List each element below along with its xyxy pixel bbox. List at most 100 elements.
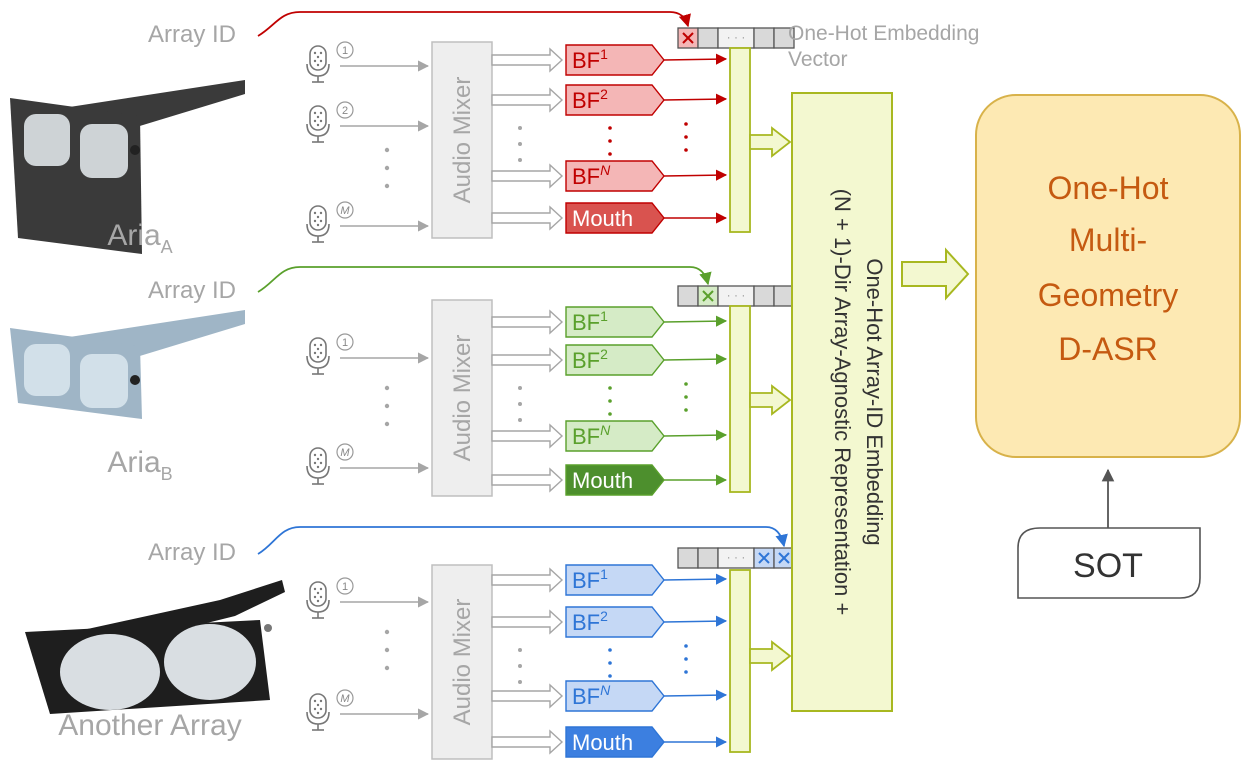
- beamformer-arrow: [664, 59, 726, 60]
- ellipsis-dot: [608, 139, 612, 143]
- mixer-output-arrow: [492, 89, 562, 111]
- audio-mixer-label: Audio Mixer: [449, 77, 476, 204]
- mic-index-label: 2: [342, 105, 348, 117]
- onehot-vector-b: · · ·: [678, 286, 794, 306]
- device-subscript-a: A: [161, 237, 173, 257]
- mouth-label: Mouth: [572, 206, 633, 231]
- ellipsis-dot: [608, 661, 612, 665]
- mixer-output-arrow: [492, 425, 562, 447]
- beamformer-arrow: [664, 695, 726, 696]
- beamformer-tag: BF1: [566, 565, 664, 595]
- onehot-cell: [678, 548, 698, 568]
- sot-label: SOT: [1073, 547, 1143, 585]
- onehot-vector-c: · · ·: [678, 548, 794, 568]
- mic-icon: M: [307, 202, 353, 242]
- ellipsis-dot: [518, 402, 522, 406]
- mic-index-label: 1: [342, 581, 348, 593]
- ellipsis-dot: [518, 142, 522, 146]
- beamformer-arrow: [664, 175, 726, 176]
- ellipsis-dot: [385, 386, 389, 390]
- mic-index-label: 1: [342, 337, 348, 349]
- collector-bar-c: [730, 570, 750, 752]
- ellipsis-dot: [608, 399, 612, 403]
- ellipsis-dot: [684, 644, 688, 648]
- ellipsis-dot: [385, 630, 389, 634]
- onehot-cell: [698, 28, 718, 48]
- block-arrow-to-model: [902, 250, 968, 298]
- ellipsis-dot: [518, 664, 522, 668]
- ellipsis-dot: [684, 657, 688, 661]
- mixer-output-arrow: [492, 569, 562, 591]
- representation-line1: (N + 1)-Dir Array-Agnostic Representatio…: [830, 189, 855, 616]
- svg-text:· · ·: · · ·: [727, 30, 746, 44]
- model-line-4: D-ASR: [1058, 331, 1158, 367]
- collector-bar-b: [730, 306, 750, 492]
- mic-index-label: 1: [342, 45, 348, 57]
- ellipsis-dot: [385, 148, 389, 152]
- mouth-label: Mouth: [572, 468, 633, 493]
- mic-index-label: M: [340, 693, 350, 705]
- ellipsis-dot: [684, 670, 688, 674]
- audio-mixer-label: Audio Mixer: [449, 335, 476, 462]
- ellipsis-dot: [385, 422, 389, 426]
- onehot-cell: [698, 548, 718, 568]
- model-line-2: Multi-: [1069, 222, 1147, 258]
- beamformer-arrow: [664, 435, 726, 436]
- beamformer-tag: BF1: [566, 45, 664, 75]
- ellipsis-dot: [518, 386, 522, 390]
- svg-text:· · ·: · · ·: [727, 550, 746, 564]
- device-name-a: Aria: [107, 219, 161, 252]
- ellipsis-dot: [684, 135, 688, 139]
- representation-line2: One-Hot Array-ID Embedding: [862, 258, 887, 545]
- model-line-3: Geometry: [1038, 277, 1178, 313]
- representation-block: (N + 1)-Dir Array-Agnostic Representatio…: [792, 93, 892, 711]
- model-line-1: One-Hot: [1048, 170, 1169, 206]
- device-subscript-b: B: [161, 464, 173, 484]
- audio-mixer-label: Audio Mixer: [449, 599, 476, 726]
- mic-index-label: M: [340, 447, 350, 459]
- beamformer-arrow: [664, 621, 726, 622]
- collector-arrow-a: [750, 128, 790, 156]
- device-label-a: AriaA: [107, 219, 172, 257]
- ellipsis-dot: [608, 412, 612, 416]
- array-id-connector-a: [258, 12, 688, 36]
- model-block: One-Hot Multi- Geometry D-ASR: [976, 95, 1240, 457]
- mixer-output-arrow: [492, 611, 562, 633]
- ellipsis-dot: [608, 152, 612, 156]
- beamformer-tag: BF2: [566, 85, 664, 115]
- mic-icon: 2: [307, 102, 353, 142]
- mixer-output-arrow: [492, 685, 562, 707]
- beamformer-arrow: [664, 99, 726, 100]
- ellipsis-dot: [684, 382, 688, 386]
- embedding-vector-label-2: Vector: [788, 48, 848, 71]
- mic-icon: 1: [307, 334, 353, 374]
- mouth-tag: Mouth: [566, 465, 664, 495]
- svg-text:· · ·: · · ·: [727, 288, 746, 302]
- mic-icon: M: [307, 444, 353, 484]
- ellipsis-dot: [684, 408, 688, 412]
- mouth-tag: Mouth: [566, 727, 664, 757]
- array-row-b: AriaBArray ID· · ·1MAudio MixerBF1BF2BFN…: [10, 267, 794, 496]
- ellipsis-dot: [518, 158, 522, 162]
- mic-icon: 1: [307, 578, 353, 618]
- beamformer-tag: BFN: [566, 161, 664, 191]
- ellipsis-dot: [684, 148, 688, 152]
- device-label-c: Another Array: [58, 709, 241, 742]
- array-id-label-b: Array ID: [148, 277, 236, 304]
- onehot-cell: [678, 286, 698, 306]
- ellipsis-dot: [385, 166, 389, 170]
- beamformer-arrow: [664, 579, 726, 580]
- ellipsis-dot: [385, 648, 389, 652]
- mixer-output-arrow: [492, 49, 562, 71]
- mixer-output-arrow: [492, 469, 562, 491]
- onehot-cell: [754, 28, 774, 48]
- mouth-tag: Mouth: [566, 203, 664, 233]
- mixer-output-arrow: [492, 731, 562, 753]
- ellipsis-dot: [684, 122, 688, 126]
- mixer-output-arrow: [492, 311, 562, 333]
- collector-arrow-c: [750, 642, 790, 670]
- beamformer-tag: BFN: [566, 421, 664, 451]
- collector-arrow-b: [750, 386, 790, 414]
- onehot-cell: [754, 286, 774, 306]
